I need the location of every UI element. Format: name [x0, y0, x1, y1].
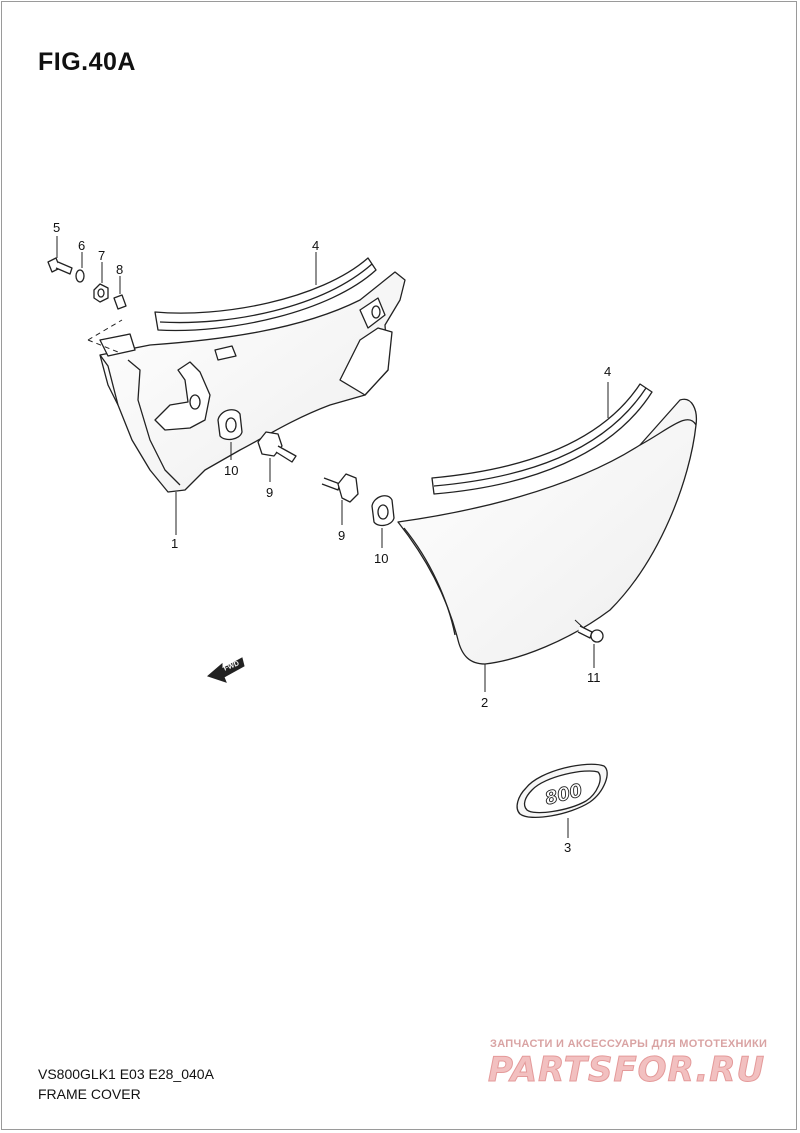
- trim-strip-left: [154, 252, 377, 332]
- bolt-part-5: [47, 236, 73, 275]
- callout-2: 2: [481, 695, 488, 710]
- callout-5: 5: [53, 220, 60, 235]
- callout-9-right: 9: [338, 528, 345, 543]
- nut-part-7: [93, 262, 109, 303]
- trim-strip-right: [431, 382, 653, 495]
- emblem-part-3: [516, 763, 608, 838]
- callout-10-right: 10: [374, 551, 388, 566]
- watermark-logo: PARTSFOR.RU: [487, 1050, 766, 1091]
- figure-title: FIG.40A: [38, 48, 136, 76]
- screw-part-11: [577, 625, 604, 668]
- callout-8: 8: [116, 262, 123, 277]
- callout-4-left: 4: [312, 238, 319, 253]
- watermark-tagline: ЗАПЧАСТИ И АКСЕССУАРЫ ДЛЯ МОТОТЕХНИКИ: [490, 1038, 768, 1050]
- forward-direction-arrow: FWD: [207, 657, 245, 683]
- callout-11: 11: [587, 670, 601, 685]
- collar-part-8: [113, 276, 127, 310]
- washer-part-6: [75, 252, 85, 283]
- bolt-right-part-9: [321, 473, 359, 525]
- frame-cover-right: [397, 398, 698, 692]
- grommet-right-part-10: [371, 495, 395, 548]
- callout-10-left: 10: [224, 463, 238, 478]
- callout-6: 6: [78, 238, 85, 253]
- footer-model-code: VS800GLK1 E03 E28_040A: [38, 1066, 214, 1082]
- grommet-left-part-10: [217, 409, 243, 460]
- callout-1: 1: [171, 536, 178, 551]
- callout-7: 7: [98, 248, 105, 263]
- bolt-left-part-9: [257, 431, 297, 482]
- callout-9-left: 9: [266, 485, 273, 500]
- callout-3: 3: [564, 840, 571, 855]
- footer-diagram-name: FRAME COVER: [38, 1086, 141, 1102]
- callout-4-right: 4: [604, 364, 611, 379]
- frame-cover-left: [99, 271, 406, 535]
